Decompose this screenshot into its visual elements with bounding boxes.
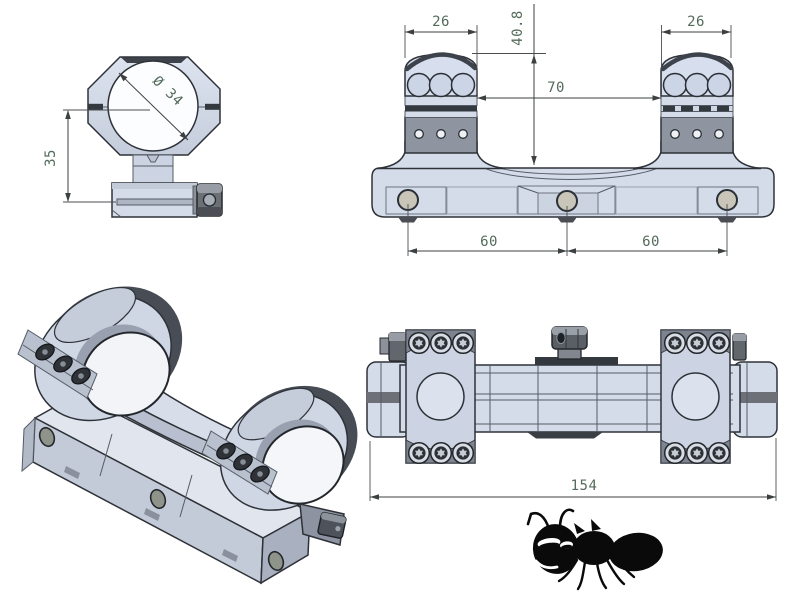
ant-head: [532, 524, 580, 574]
ring-post-right: [632, 52, 762, 170]
top-side-nut-right: [732, 333, 747, 361]
dim-ring-width-left-label: 26: [432, 14, 450, 30]
top-center-nut: [551, 326, 588, 350]
clamp-nut-bolt: [202, 193, 217, 207]
iso-rail-bolt-2: [149, 488, 167, 510]
ant-logo-icon: [526, 508, 663, 591]
dim-overall-length: 154: [369, 438, 777, 501]
top-ring-bore-right: [671, 372, 720, 421]
mount-front-view: 26 26 40.8 70: [371, 4, 775, 256]
iso-rear-ring: [201, 385, 358, 546]
dim-bolt-spacing-right-label: 60: [642, 234, 660, 250]
mount-iso-view: [17, 286, 358, 585]
top-side-nut-left: [379, 332, 407, 362]
dim-ring-width-left: 26: [404, 14, 478, 68]
dim-ring-height-label: 35: [43, 149, 59, 167]
top-ring-block-right: [660, 329, 731, 465]
ant-thorax: [573, 531, 615, 565]
ant-abdomen: [609, 532, 663, 572]
ring-split-notch-right: [205, 103, 220, 110]
top-ring-block-left: [405, 329, 476, 465]
dim-overall-length-label: 154: [571, 478, 598, 494]
dim-ring-width-right: 26: [661, 14, 732, 68]
mount-top-view: 154: [366, 326, 778, 501]
dim-overall-height: 40.8: [472, 4, 546, 165]
dim-ring-height: 35: [43, 109, 150, 203]
dim-overall-height-label: 40.8: [510, 10, 526, 46]
dim-ring-spacing-label: 70: [547, 80, 565, 96]
ring-top-edge-shadow: [121, 57, 187, 63]
top-ring-bore-left: [416, 372, 465, 421]
ring-split-notch-left: [88, 103, 103, 110]
dim-ring-width-right-label: 26: [687, 14, 705, 30]
ring-post-left: [376, 52, 506, 170]
scope-ring-side-view: 35 Ø 34: [43, 56, 223, 218]
clamp-slot: [116, 198, 198, 206]
iso-front-ring: [17, 286, 183, 422]
dim-bolt-spacing-left-label: 60: [480, 234, 498, 250]
dim-bolt-spacing: 60 60: [407, 204, 728, 256]
iso-rail-bolt-3: [267, 550, 285, 572]
iso-rail-bolt-1: [38, 426, 56, 448]
dim-ring-spacing: 70: [476, 70, 662, 101]
